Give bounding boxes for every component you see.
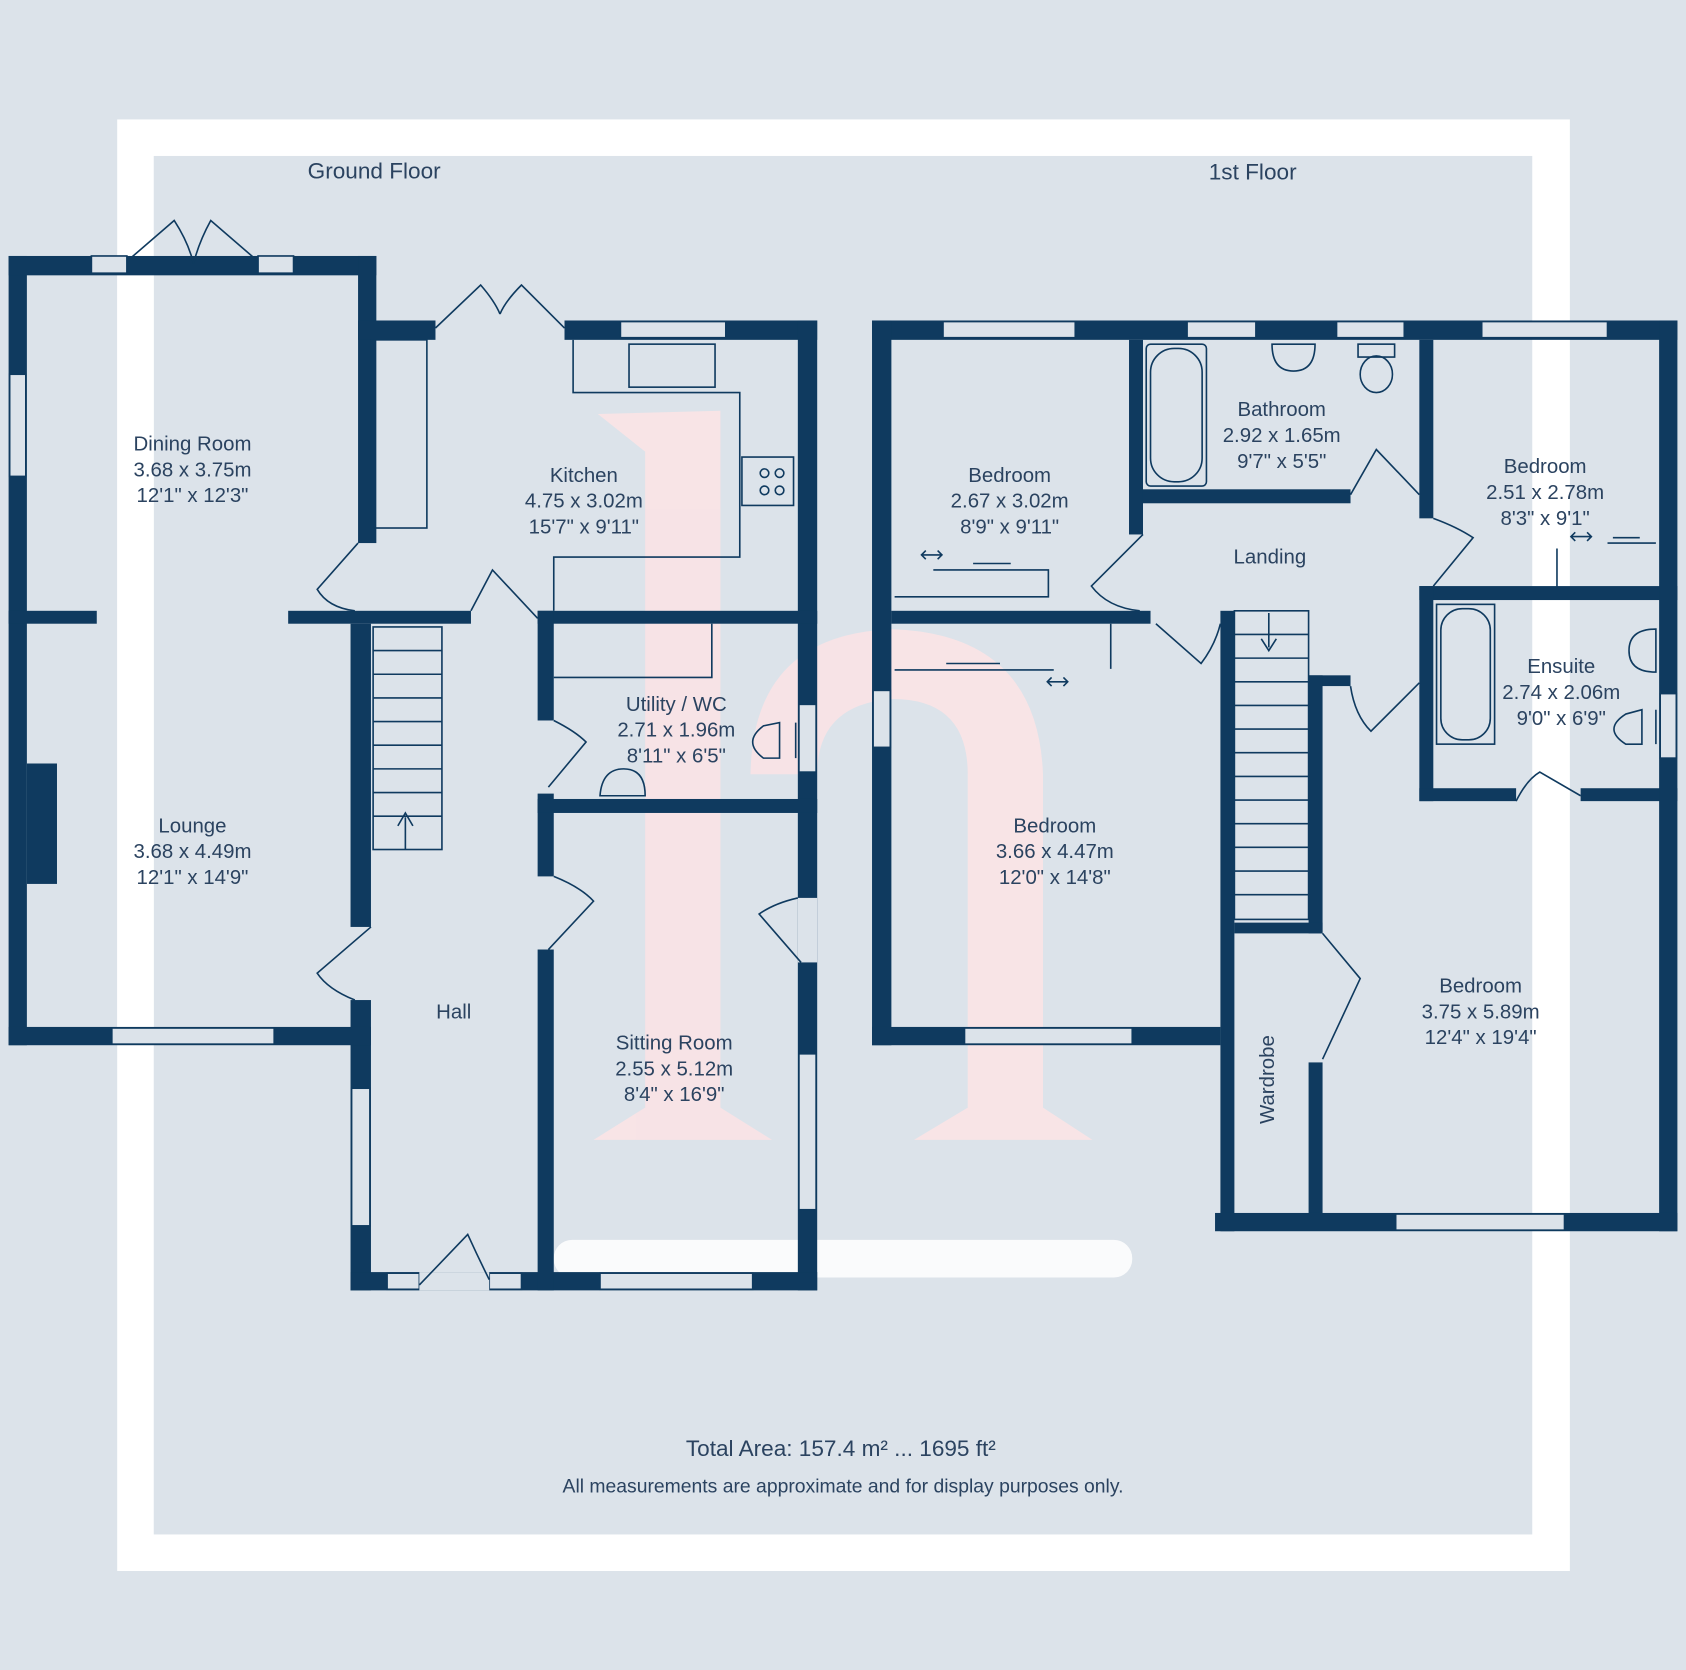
room-label-bedroom-front-left: Bedroom 2.67 x 3.02m 8'9" x 9'11" (951, 465, 1069, 539)
room-label-utility-wc: Utility / WC 2.71 x 1.96m 8'11" x 6'5" (617, 694, 735, 768)
svg-text:4.75 x 3.02m: 4.75 x 3.02m (525, 491, 643, 513)
svg-text:2.74 x 2.06m: 2.74 x 2.06m (1502, 682, 1620, 704)
svg-text:2.67 x 3.02m: 2.67 x 3.02m (951, 491, 1069, 513)
ground-stairs (372, 626, 443, 851)
svg-text:8'4" x 16'9": 8'4" x 16'9" (624, 1084, 725, 1106)
svg-text:Bedroom: Bedroom (1439, 976, 1522, 998)
first-floor-walls (872, 320, 1678, 1232)
first-floor-stairs (1233, 610, 1310, 921)
room-label-bedroom-front-right: Bedroom 2.51 x 2.78m 8'3" x 9'1" (1486, 456, 1604, 530)
svg-text:Bathroom: Bathroom (1237, 399, 1325, 421)
room-label-lounge: Lounge 3.68 x 4.49m 12'1" x 14'9" (133, 815, 251, 889)
svg-text:Dining Room: Dining Room (133, 434, 251, 456)
ground-floor-title: Ground Floor (308, 159, 442, 184)
frame-band-left (117, 258, 154, 1033)
room-label-bedroom-rear-left: Bedroom 3.66 x 4.47m 12'0" x 14'8" (996, 815, 1114, 889)
disclaimer: All measurements are approximate and for… (563, 1476, 1124, 1498)
svg-text:9'7" x 5'5": 9'7" x 5'5" (1237, 451, 1326, 473)
svg-text:Bedroom: Bedroom (1504, 456, 1587, 478)
total-area: Total Area: 157.4 m² ... 1695 ft² (686, 1436, 996, 1461)
room-label-landing: Landing (1234, 546, 1307, 568)
svg-text:Ensuite: Ensuite (1527, 656, 1595, 678)
svg-text:12'1" x 14'9": 12'1" x 14'9" (137, 867, 249, 889)
svg-text:15'7" x 9'11": 15'7" x 9'11" (529, 516, 639, 538)
svg-text:3.66 x 4.47m: 3.66 x 4.47m (996, 841, 1114, 863)
svg-text:Kitchen: Kitchen (550, 465, 618, 487)
svg-text:12'4" x 19'4": 12'4" x 19'4" (1425, 1027, 1537, 1049)
svg-text:Sitting Room: Sitting Room (616, 1033, 733, 1055)
svg-text:2.55 x 5.12m: 2.55 x 5.12m (615, 1058, 733, 1080)
sliding-arrow-icon (920, 550, 944, 560)
sliding-arrow-icon (1046, 676, 1069, 687)
inner-panel (153, 155, 1533, 1535)
svg-text:2.71 x 1.96m: 2.71 x 1.96m (617, 720, 735, 742)
first-floor-title: 1st Floor (1209, 160, 1297, 185)
svg-text:Bedroom: Bedroom (1013, 815, 1096, 837)
room-label-bathroom: Bathroom 2.92 x 1.65m 9'7" x 5'5" (1223, 399, 1341, 473)
svg-text:3.68 x 3.75m: 3.68 x 3.75m (133, 459, 251, 481)
sliding-arrow-icon (1569, 531, 1593, 542)
watermark-logo (593, 410, 1093, 1140)
svg-text:8'11" x 6'5": 8'11" x 6'5" (627, 745, 726, 767)
watermark-bar (553, 1239, 1133, 1278)
room-label-sitting-room: Sitting Room 2.55 x 5.12m 8'4" x 16'9" (615, 1033, 733, 1107)
room-label-wardrobe: Wardrobe (1257, 1035, 1279, 1124)
svg-text:12'0" x 14'8": 12'0" x 14'8" (999, 867, 1111, 889)
svg-text:9'0" x 6'9": 9'0" x 6'9" (1517, 708, 1606, 730)
room-label-hall: Hall (436, 1001, 471, 1023)
svg-text:8'3" x 9'1": 8'3" x 9'1" (1501, 508, 1590, 530)
svg-text:Bedroom: Bedroom (968, 465, 1051, 487)
room-label-kitchen: Kitchen 4.75 x 3.02m 15'7" x 9'11" (525, 465, 643, 539)
svg-text:Lounge: Lounge (158, 815, 226, 837)
room-label-bedroom-master: Bedroom 3.75 x 5.89m 12'4" x 19'4" (1422, 976, 1540, 1050)
svg-text:8'9" x 9'11": 8'9" x 9'11" (960, 516, 1059, 538)
svg-text:2.92 x 1.65m: 2.92 x 1.65m (1223, 425, 1341, 447)
svg-text:12'1" x 12'3": 12'1" x 12'3" (137, 485, 249, 507)
ground-floor-walls (8, 219, 818, 1291)
room-label-ensuite: Ensuite 2.74 x 2.06m 9'0" x 6'9" (1502, 656, 1620, 730)
svg-text:2.51 x 2.78m: 2.51 x 2.78m (1486, 482, 1604, 504)
svg-text:3.68 x 4.49m: 3.68 x 4.49m (133, 841, 251, 863)
svg-text:Utility / WC: Utility / WC (626, 694, 727, 716)
room-label-dining-room: Dining Room 3.68 x 3.75m 12'1" x 12'3" (133, 434, 251, 508)
svg-text:3.75 x 5.89m: 3.75 x 5.89m (1422, 1001, 1540, 1023)
